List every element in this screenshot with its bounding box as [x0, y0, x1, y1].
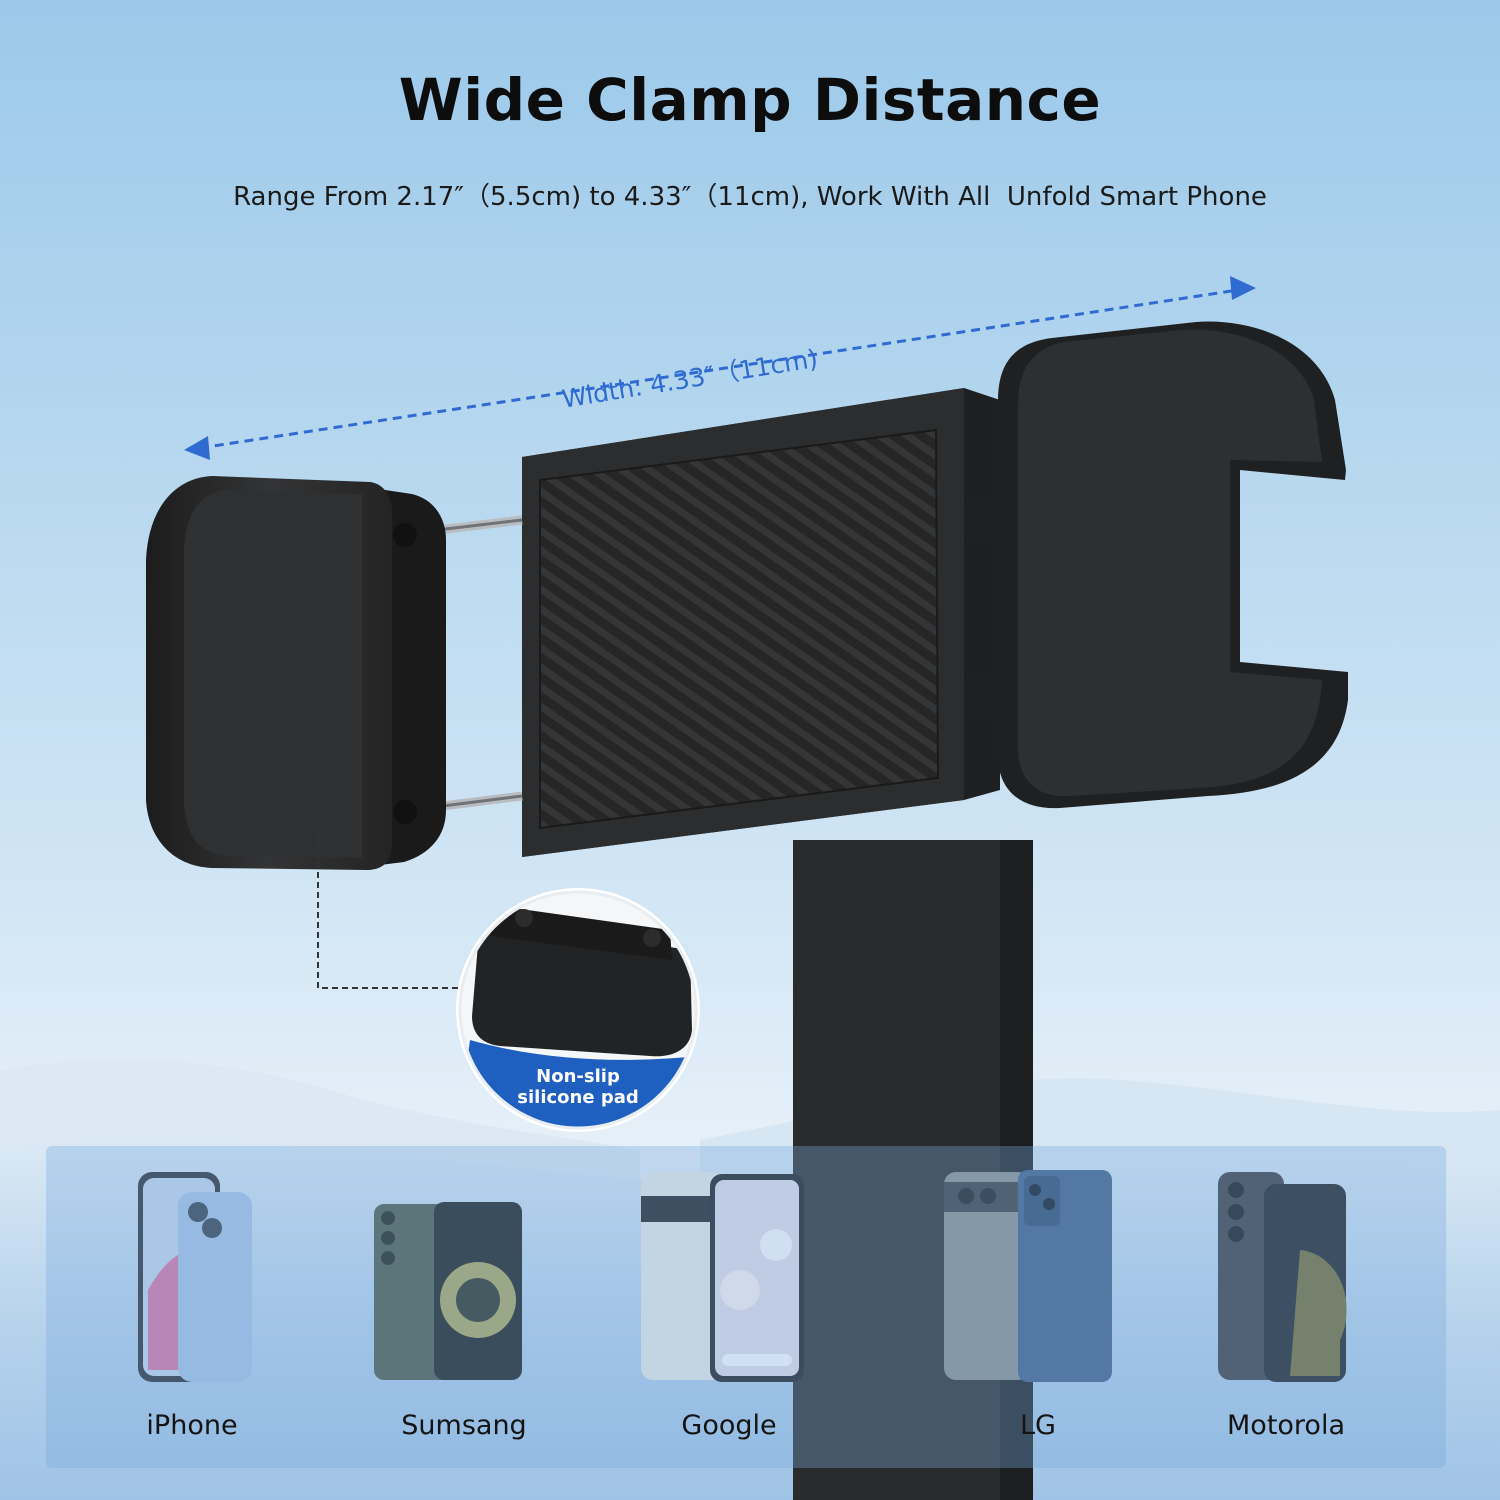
- center-mount-plate: [522, 388, 1000, 857]
- phone-label-motorola: Motorola: [1227, 1410, 1345, 1441]
- left-sliding-clamp: [146, 476, 446, 870]
- range-subtitle: Range From 2.17″（5.5cm) to 4.33″（11cm), …: [233, 182, 1267, 212]
- phone-label-lg: LG: [1020, 1410, 1056, 1441]
- phone-label-google: Google: [681, 1410, 777, 1441]
- stand-pole: [793, 840, 1033, 1500]
- right-fixed-clamp: [998, 321, 1348, 809]
- callout-leader-line: [317, 812, 470, 989]
- phone-samsung: [374, 1202, 522, 1380]
- phone-lg: [944, 1170, 1112, 1382]
- width-dimension-arrow: [184, 276, 1256, 460]
- compatible-phones-panel: [46, 1146, 1446, 1468]
- phone-label-iphone: iPhone: [146, 1410, 238, 1441]
- page-title: Wide Clamp Distance: [398, 66, 1102, 134]
- silicone-pad-callout: [456, 888, 700, 1132]
- phone-google: [641, 1172, 804, 1382]
- silicone-pad-line2: silicone pad: [517, 1087, 639, 1108]
- phone-iphone: [138, 1172, 252, 1382]
- silicone-pad-line1: Non-slip: [536, 1066, 620, 1087]
- silicone-pad-label: Non-slip silicone pad: [498, 1066, 658, 1108]
- phone-label-samsung: Sumsang: [401, 1410, 527, 1441]
- phone-motorola: [1218, 1172, 1347, 1382]
